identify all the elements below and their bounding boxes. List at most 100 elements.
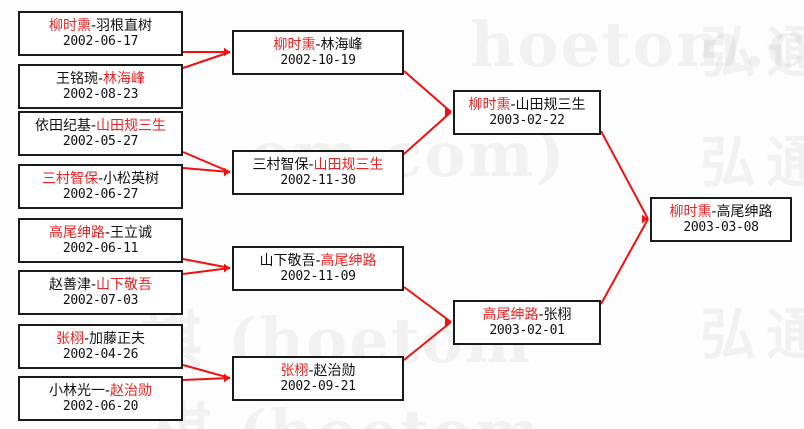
winner-name: 高尾绅路 (320, 252, 377, 269)
winner-name: 高尾绅路 (48, 224, 105, 241)
watermark-text: 弘通 (700, 8, 804, 89)
name-separator: - (308, 156, 314, 173)
match-players: 三村智保-山田规三生 (252, 157, 383, 174)
connector-arrowhead (224, 263, 230, 273)
loser-name: 小林光一 (48, 382, 105, 399)
name-separator: - (90, 276, 97, 293)
connector-line (182, 377, 231, 381)
name-separator: - (315, 252, 321, 269)
winner-name: 赵治勋 (110, 382, 153, 399)
name-separator: - (97, 70, 104, 87)
loser-name: 张栩 (543, 306, 572, 323)
connector-line (182, 167, 231, 173)
loser-name: 王立诚 (110, 224, 153, 241)
match-players: 王铭琬-林海峰 (56, 71, 145, 88)
match-date: 2002-04-26 (62, 347, 139, 363)
name-separator: - (83, 330, 90, 347)
match-players: 柳时熏-羽根直树 (49, 18, 152, 35)
connector-line (403, 321, 452, 361)
connector-line (182, 151, 231, 173)
match-date: 2002-05-27 (62, 134, 139, 150)
loser-name: 高尾绅路 (716, 203, 773, 220)
name-separator: - (711, 203, 717, 220)
connector-line (403, 70, 452, 113)
loser-name: 依田纪基 (34, 117, 91, 134)
match-date: 2003-03-08 (683, 220, 759, 236)
match-date: 2003-02-22 (489, 113, 565, 129)
match-date: 2002-06-27 (62, 187, 139, 203)
match-players: 张栩-赵治勋 (280, 363, 355, 380)
match-players: 柳时熏-山田规三生 (468, 97, 585, 114)
connector-line (600, 218, 649, 305)
connector-line (182, 258, 231, 269)
winner-name: 林海峰 (103, 70, 146, 87)
loser-name: 羽根直树 (96, 17, 153, 34)
loser-name: 山田规三生 (515, 96, 586, 113)
connector-arrowhead (642, 214, 648, 224)
match-players: 山下敬吾-高尾绅路 (259, 253, 376, 270)
loser-name: 山下敬吾 (259, 252, 316, 269)
match-players: 三村智保-小松英树 (42, 171, 159, 188)
winner-name: 张栩 (280, 362, 309, 379)
match-players: 高尾绅路-王立诚 (49, 225, 152, 242)
name-separator: - (315, 36, 321, 53)
match-date: 2002-06-20 (62, 399, 139, 415)
connector-line (600, 130, 649, 220)
winner-name: 山田规三生 (96, 117, 167, 134)
name-separator: - (97, 170, 104, 187)
winner-name: 三村智保 (41, 170, 98, 187)
connector-arrowhead (445, 107, 451, 117)
match-date: 2002-10-19 (280, 53, 356, 69)
name-separator: - (90, 117, 97, 134)
match-date: 2002-06-11 (62, 241, 139, 257)
watermark-text: hoetom.com) (470, 8, 804, 81)
loser-name: 小松英树 (103, 170, 160, 187)
match-date: 2002-06-17 (62, 34, 139, 50)
winner-name: 柳时熏 (273, 36, 316, 53)
winner-name: 柳时熏 (48, 17, 91, 34)
loser-name: 赵治勋 (313, 362, 356, 379)
match-players: 柳时熏-林海峰 (273, 37, 362, 54)
match-date: 2002-11-30 (280, 173, 356, 189)
connector-line (403, 111, 452, 155)
connector-arrowhead (224, 167, 230, 177)
loser-name: 加藤正夫 (89, 330, 146, 347)
connector-arrowhead (224, 47, 230, 57)
loser-name: 林海峰 (320, 36, 363, 53)
match-date: 2002-08-23 (62, 87, 139, 103)
connector-line (182, 51, 231, 69)
match-date: 2002-07-03 (62, 293, 139, 309)
match-players: 柳时熏-高尾绅路 (669, 204, 772, 221)
match-date: 2002-11-09 (280, 269, 356, 285)
name-separator: - (90, 17, 97, 34)
match-players: 依田纪基-山田规三生 (35, 118, 166, 135)
winner-name: 张栩 (55, 330, 84, 347)
connector-line (403, 286, 452, 323)
winner-name: 高尾绅路 (482, 306, 539, 323)
loser-name: 王铭琬 (55, 70, 98, 87)
match-players: 赵善津-山下敬吾 (49, 277, 152, 294)
loser-name: 三村智保 (252, 156, 309, 173)
connector-line (182, 364, 231, 379)
winner-name: 柳时熏 (468, 96, 511, 113)
connector-arrowhead (224, 373, 230, 383)
match-players: 小林光一-赵治勋 (49, 383, 152, 400)
connector-arrowhead (445, 317, 451, 327)
match-date: 2002-09-21 (280, 379, 356, 395)
